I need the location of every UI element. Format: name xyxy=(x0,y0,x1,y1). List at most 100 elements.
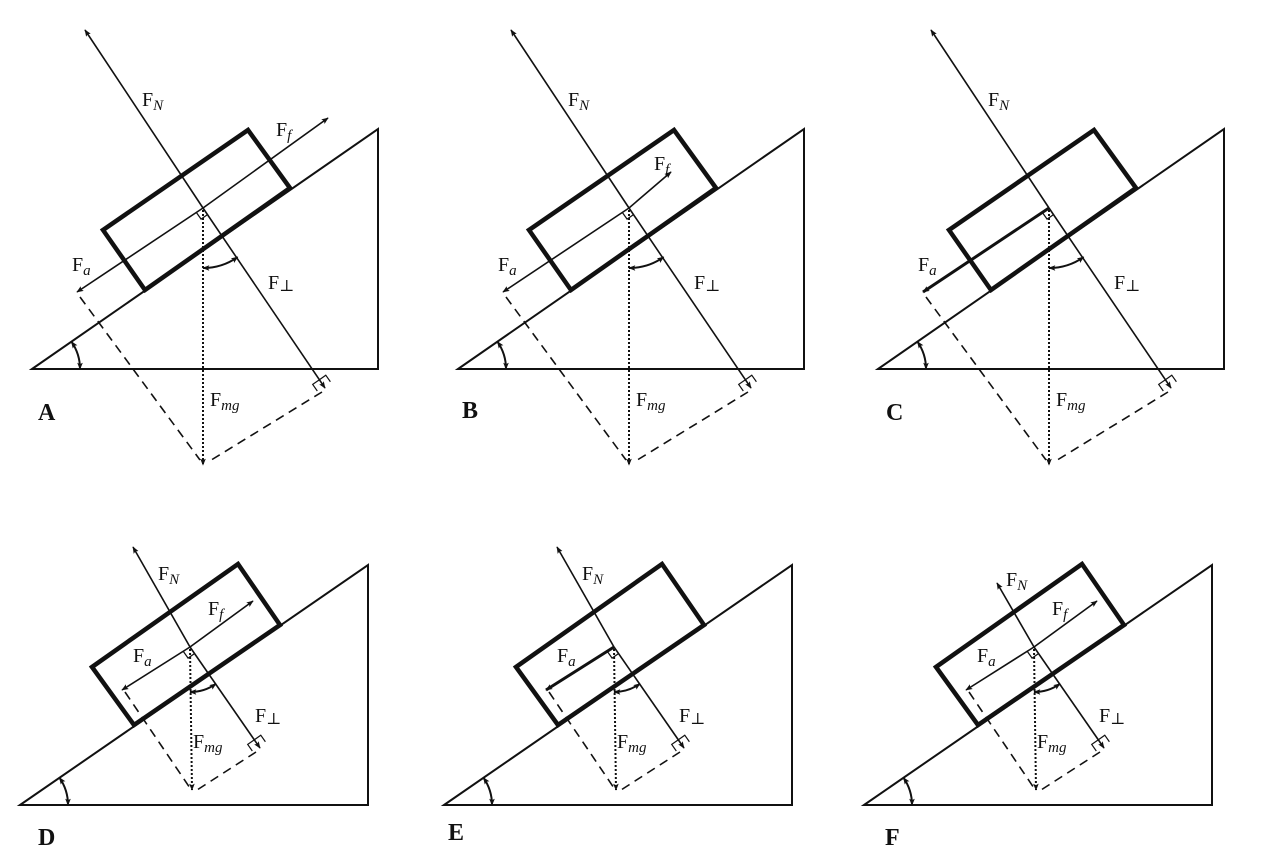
gravity-force-label: Fmg xyxy=(210,389,240,414)
normal-force-label: FN xyxy=(1006,569,1028,594)
perpendicular-force-label: F⊥ xyxy=(694,272,720,295)
perpendicular-force-label-subscript: ⊥ xyxy=(279,278,294,295)
perpendicular-force-arrow xyxy=(628,207,752,389)
perpendicular-force-arrow xyxy=(1048,207,1172,389)
gravity-force-label-main: F xyxy=(636,389,647,411)
friction-force-label-main: F xyxy=(1052,598,1063,620)
panel-letter: A xyxy=(38,400,56,426)
gravity-force-label-subscript: mg xyxy=(221,398,240,414)
gravity-force-label: Fmg xyxy=(1037,731,1067,756)
perpendicular-force-label: F⊥ xyxy=(255,705,281,728)
normal-force-label: FN xyxy=(158,563,180,588)
gravity-force-label-main: F xyxy=(1056,389,1067,411)
normal-force-label-main: F xyxy=(142,89,153,111)
right-angle-mark xyxy=(311,379,320,392)
right-angle-mark xyxy=(1041,212,1054,220)
parallel-force-label-subscript: a xyxy=(929,263,937,279)
component-construction-line xyxy=(925,296,1047,461)
component-construction-line xyxy=(124,691,191,789)
perpendicular-force-label-main: F xyxy=(1099,705,1110,727)
component-construction-line xyxy=(1040,751,1101,791)
right-angle-mark xyxy=(1097,734,1110,743)
perpendicular-force-label-subscript: ⊥ xyxy=(266,711,281,728)
panel-letter: B xyxy=(462,398,478,424)
block xyxy=(932,560,1128,729)
perpendicular-force-label-main: F xyxy=(694,272,705,294)
right-angle-mark xyxy=(677,734,690,743)
normal-force-label-main: F xyxy=(582,563,593,585)
parallel-force-label-main: F xyxy=(72,254,83,276)
normal-force-arrow xyxy=(996,582,1035,648)
friction-force-label-main: F xyxy=(276,119,287,141)
gravity-force-label: Fmg xyxy=(617,731,647,756)
right-angle-mark xyxy=(182,651,195,659)
parallel-force-arrow xyxy=(76,207,204,293)
gravity-angle-arc xyxy=(613,682,641,695)
block xyxy=(525,126,720,294)
component-construction-line xyxy=(620,751,681,791)
perpendicular-force-label-main: F xyxy=(255,705,266,727)
perpendicular-force-arrow xyxy=(1033,646,1105,749)
incline-angle-arc xyxy=(482,777,495,806)
perpendicular-force-label-main: F xyxy=(268,272,279,294)
parallel-force-arrow xyxy=(965,646,1035,691)
parallel-force-label-main: F xyxy=(498,254,509,276)
gravity-force-arrow xyxy=(1033,648,1039,791)
gravity-force-label-subscript: mg xyxy=(628,740,647,756)
perpendicular-force-arrow xyxy=(189,646,261,749)
normal-force-arrow xyxy=(556,546,615,648)
gravity-force-arrow xyxy=(613,648,619,791)
normal-force-label: FN xyxy=(988,89,1010,114)
gravity-force-label: Fmg xyxy=(1056,389,1086,414)
gravity-force-label-subscript: mg xyxy=(204,740,223,756)
block xyxy=(88,560,284,729)
friction-force-label-subscript: f xyxy=(287,128,293,144)
component-construction-line xyxy=(505,296,627,461)
panel-letter: E xyxy=(448,820,464,846)
gravity-force-label: Fmg xyxy=(193,731,223,756)
perpendicular-force-label-main: F xyxy=(679,705,690,727)
gravity-angle-arc xyxy=(189,682,217,695)
normal-force-arrow xyxy=(930,29,1050,209)
right-angle-mark xyxy=(1090,739,1099,752)
right-angle-mark xyxy=(246,739,255,752)
gravity-force-label-main: F xyxy=(1037,731,1048,753)
normal-force-label-main: F xyxy=(568,89,579,111)
component-construction-line xyxy=(968,691,1035,789)
right-angle-mark xyxy=(606,651,619,659)
parallel-force-label: Fa xyxy=(557,645,576,670)
normal-force-label-main: F xyxy=(1006,569,1017,591)
parallel-force-label-subscript: a xyxy=(988,654,996,670)
gravity-angle-arc xyxy=(628,256,665,271)
perpendicular-force-label: F⊥ xyxy=(679,705,705,728)
parallel-force-label: Fa xyxy=(977,645,996,670)
parallel-force-label-subscript: a xyxy=(83,263,91,279)
parallel-force-label-main: F xyxy=(557,645,568,667)
friction-force-arrow xyxy=(202,117,329,209)
parallel-force-label-subscript: a xyxy=(509,263,517,279)
gravity-force-label-main: F xyxy=(210,389,221,411)
friction-force-label-main: F xyxy=(654,153,665,175)
component-construction-line xyxy=(207,391,323,463)
panel-letter: C xyxy=(886,400,903,426)
right-angle-mark xyxy=(1164,374,1177,383)
gravity-angle-arc xyxy=(1033,682,1061,695)
perpendicular-force-label-subscript: ⊥ xyxy=(705,278,720,295)
perpendicular-force-label-main: F xyxy=(1114,272,1125,294)
block xyxy=(99,126,294,294)
friction-force-arrow xyxy=(628,171,672,209)
normal-force-label-subscript: N xyxy=(1016,578,1028,594)
parallel-force-label-main: F xyxy=(133,645,144,667)
normal-force-label-main: F xyxy=(988,89,999,111)
friction-force-label: Ff xyxy=(208,598,225,623)
normal-force-arrow xyxy=(510,29,630,209)
friction-force-label-main: F xyxy=(208,598,219,620)
parallel-force-arrow xyxy=(502,207,630,293)
normal-force-label-subscript: N xyxy=(592,572,604,588)
normal-force-label-subscript: N xyxy=(168,572,180,588)
